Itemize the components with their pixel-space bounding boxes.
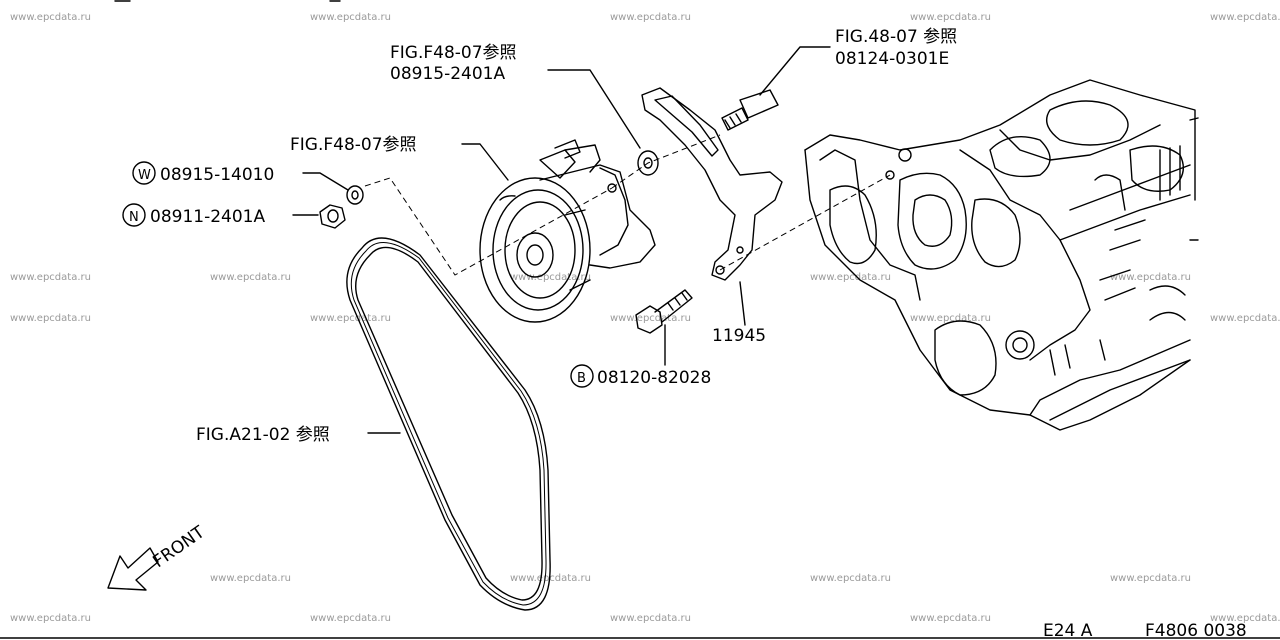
watermark: www.epcdata.ru [910,613,991,624]
watermark: www.epcdata.ru [310,12,391,23]
watermark: www.epcdata.ru [510,573,591,584]
front-arrow-icon [107,547,159,591]
engine-block-illustration [804,79,1199,431]
label-part-bolt: 08120-82028 [597,368,711,388]
watermark: www.epcdata.ru [10,613,91,624]
watermark: www.epcdata.ru [310,613,391,624]
watermark: www.epcdata.ru [1110,573,1191,584]
stud-bolt [721,89,779,131]
alternator-bracket [641,87,783,281]
watermark: www.epcdata.ru [1110,272,1191,283]
label-ref-stud: FIG.48-07 参照 [835,27,957,47]
label-ref-bracket: FIG.F48-07参照 [390,43,517,63]
washer-symbol-badge [132,161,156,185]
watermark-grid: www.epcdata.ru www.epcdata.ru www.epcdat… [10,12,1280,624]
watermark: www.epcdata.ru [1210,613,1280,624]
label-part-stud: 08124-0301E [835,49,949,69]
washer-w [346,185,364,205]
label-part-nut: 08911-2401A [150,207,265,227]
bolt-symbol-badge [570,364,594,388]
watermark: www.epcdata.ru [210,272,291,283]
footer-code: F4806 0038 [1145,621,1247,640]
drive-belt [346,237,551,611]
washer-bracket-side [637,150,659,176]
watermark: www.epcdata.ru [1210,12,1280,23]
bolt-symbol: B [577,371,586,386]
label-part-bracket: 11945 [712,326,766,346]
label-front: FRONT [149,522,209,572]
bolt-b [635,289,693,334]
watermark: www.epcdata.ru [610,613,691,624]
alternator-pump-assembly [479,139,656,323]
watermark: www.epcdata.ru [310,313,391,324]
watermark: www.epcdata.ru [810,272,891,283]
watermark: www.epcdata.ru [910,313,991,324]
footer-model: E24 A [1043,621,1093,640]
washer-symbol: W [138,168,151,183]
watermark: www.epcdata.ru [210,573,291,584]
nut-n [319,204,346,229]
watermark: www.epcdata.ru [610,313,691,324]
label-ref-pump: FIG.F48-07参照 [290,135,417,155]
leader-lines [292,46,831,434]
watermark: www.epcdata.ru [10,12,91,23]
watermark: www.epcdata.ru [10,313,91,324]
watermark: www.epcdata.ru [1210,313,1280,324]
watermark: www.epcdata.ru [610,12,691,23]
watermark: www.epcdata.ru [510,272,591,283]
nut-symbol: N [129,210,139,225]
watermark: www.epcdata.ru [910,12,991,23]
label-part-washer: 08915-2401A [390,64,505,84]
label-ref-belt: FIG.A21-02 参照 [196,425,330,445]
watermark: www.epcdata.ru [810,573,891,584]
nut-symbol-badge [122,203,146,227]
alignment-lines [364,134,891,276]
watermark: www.epcdata.ru [10,272,91,283]
label-part-washer-w: 08915-14010 [160,165,274,185]
